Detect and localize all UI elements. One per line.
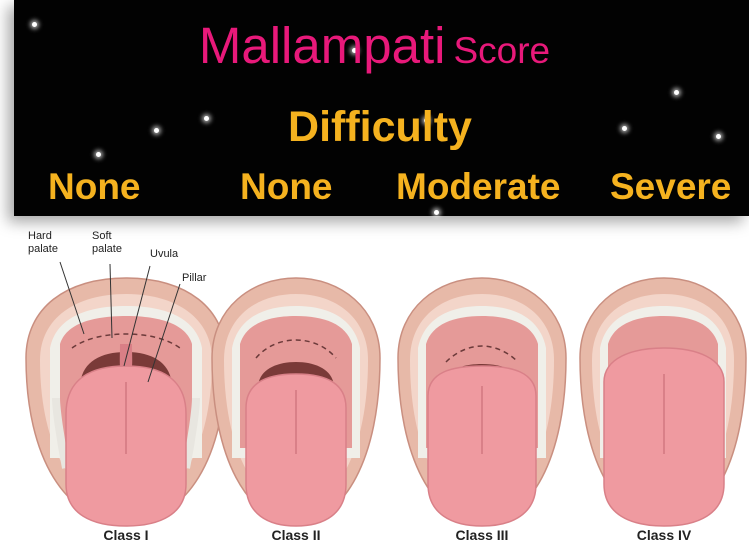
star-decoration xyxy=(96,152,101,157)
label-hard-palate: Hard palate xyxy=(28,230,72,256)
class-label-2: Class II xyxy=(236,527,356,543)
difficulty-level-1: None xyxy=(48,166,141,208)
mouth-class-2 xyxy=(212,278,380,526)
mouth-class-4 xyxy=(580,278,746,526)
difficulty-level-4: Severe xyxy=(610,166,731,208)
label-uvula: Uvula xyxy=(150,248,178,261)
title-main: Mallampati xyxy=(199,17,446,74)
star-decoration xyxy=(674,90,679,95)
label-soft-palate: Soft palate xyxy=(92,230,134,256)
mouth-class-1 xyxy=(26,278,226,526)
class-label-4: Class IV xyxy=(604,527,724,543)
title-sub: Score xyxy=(453,30,550,71)
mouth-illustrations xyxy=(0,216,749,554)
difficulty-heading: Difficulty xyxy=(0,103,749,152)
difficulty-level-2: None xyxy=(240,166,333,208)
mouth-class-3 xyxy=(398,278,566,526)
star-decoration xyxy=(434,210,439,215)
class-label-3: Class III xyxy=(422,527,542,543)
difficulty-level-3: Moderate xyxy=(396,166,560,208)
label-pillar: Pillar xyxy=(182,272,206,285)
class-label-1: Class I xyxy=(66,527,186,543)
